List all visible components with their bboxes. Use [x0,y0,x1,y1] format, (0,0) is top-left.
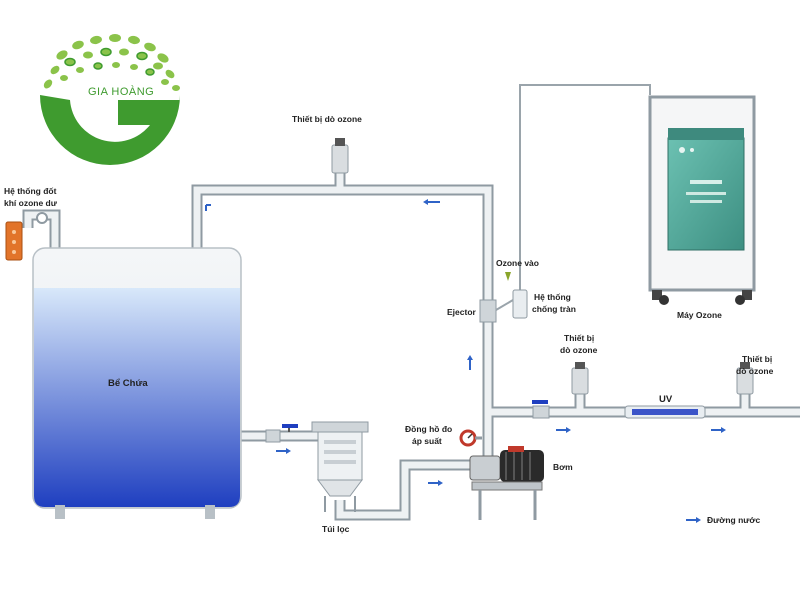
pressure-gauge-label-line1: Đồng hồ đo [405,424,452,434]
uv-label: UV [659,394,673,405]
flow-arrow-to-pump [428,480,443,486]
ejector-label: Ejector [447,307,477,317]
flow-arrow-top-left [205,204,211,211]
logo-leaf-pattern [43,34,180,91]
uv-unit: UV [624,394,706,419]
tank-label: Bể Chứa [108,378,148,389]
ozone-destruct-unit: Hệ thống đốt khí ozone dư [4,186,58,261]
valve-right-branch [532,400,550,419]
sensor-top-label: Thiết bị dò ozone [292,114,362,124]
ozone-generator: Máy Ozone [648,95,756,320]
pump-label: Bơm [553,462,573,472]
valves [265,400,550,443]
legend: Đường nước [686,515,760,525]
pressure-gauge-label-line2: áp suất [412,436,442,446]
sensor-mid-label-line2: dò ozone [560,345,598,355]
gia-hoang-logo: GIA HOÀNG [40,34,180,165]
flow-arrow-top-right [423,199,440,205]
anti-overflow-label-line1: Hệ thống [534,292,571,302]
legend-label: Đường nước [707,515,760,525]
legend-arrow [686,517,701,523]
flow-arrow-tank-out [276,448,291,454]
bag-filter-label: Túi lọc [322,524,350,534]
flow-arrow-right-2 [711,427,726,433]
valve-tank-outlet [265,424,298,443]
ozone-destruct-label-line1: Hệ thống đốt [4,186,57,196]
pressure-gauge: Đồng hồ đo áp suất [405,424,482,447]
sensor-right-label-line1: Thiết bị [742,354,772,364]
storage-tank: Bể Chứa [32,247,242,519]
logo-brand-name: GIA HOÀNG [88,85,154,98]
ozone-sensor-right: Thiết bị dò ozone [736,354,774,395]
ozone-sensor-top: Thiết bị dò ozone [292,114,362,174]
flow-arrow-right-1 [556,427,571,433]
generator-label: Máy Ozone [677,310,722,320]
flow-arrows [205,199,726,486]
anti-overflow-label-line2: chống tràn [532,304,576,314]
ozone-in-arrow [505,272,511,281]
logo-g-shape [40,95,180,165]
ejector-assembly: Ozone vào Hệ thống chống tràn Ejector [447,258,576,323]
ozone-destruct-label-line2: khí ozone dư [4,198,58,208]
flow-arrow-up [467,355,473,370]
ozone-sensor-mid: Thiết bị dò ozone [560,333,598,395]
sensor-right-label-line2: dò ozone [736,366,774,376]
pump: Bơm [469,446,573,520]
bag-filter: Túi lọc [311,421,369,534]
ozone-in-label: Ozone vào [496,258,539,268]
sensor-mid-label-line1: Thiết bị [564,333,594,343]
ozone-gas-line [519,84,651,300]
